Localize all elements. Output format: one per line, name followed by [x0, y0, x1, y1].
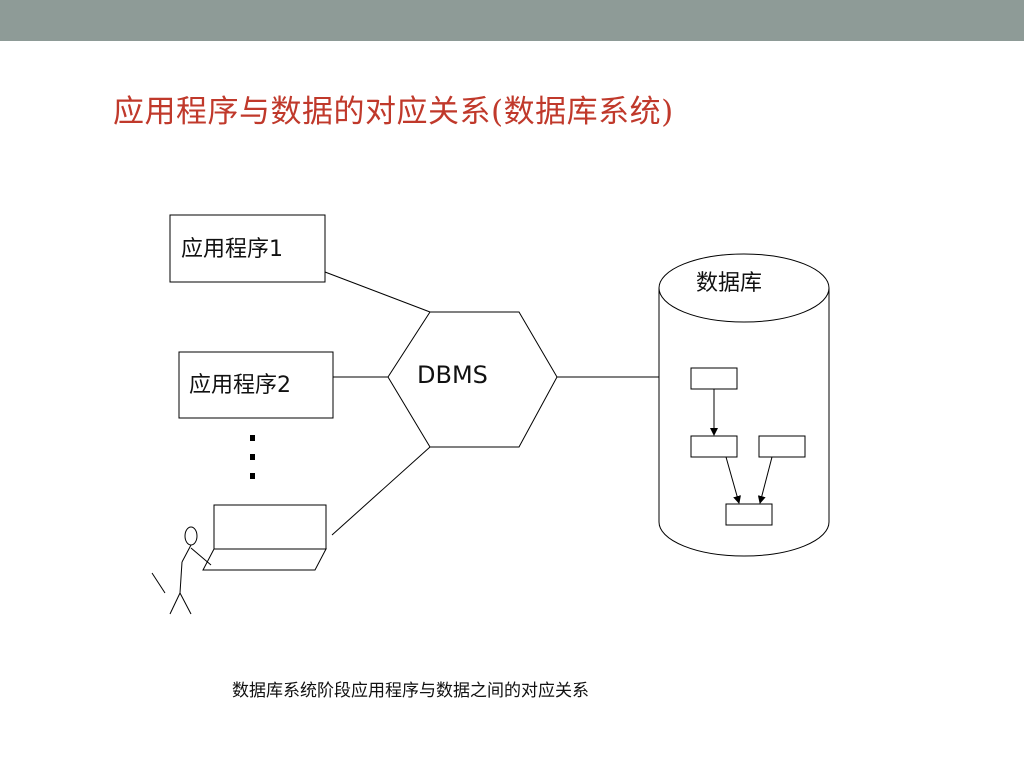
connector-app1-dbms: [324, 271, 431, 313]
ellipsis-dot: [250, 473, 255, 479]
data-node-middle-left: [690, 435, 738, 458]
data-node-top: [690, 367, 738, 390]
slide-title: 应用程序与数据的对应关系(数据库系统): [113, 94, 674, 130]
app2-label: 应用程序2: [189, 373, 291, 398]
ellipsis-dot: [250, 435, 255, 441]
arrow-left-to-bottom: [725, 456, 741, 504]
ellipsis-dot: [250, 454, 255, 460]
app1-label: 应用程序1: [181, 237, 283, 262]
user-icon: [151, 526, 212, 615]
database-label: 数据库: [696, 271, 762, 296]
dbms-label: DBMS: [417, 361, 488, 389]
top-bar: [0, 0, 1024, 41]
arrow-right-to-bottom: [757, 456, 773, 504]
app1-box: [169, 214, 326, 283]
connector-terminal-dbms: [331, 446, 431, 536]
terminal-icon: [202, 504, 327, 571]
dbms-hexagon: [387, 311, 558, 448]
database-cylinder: [658, 253, 830, 557]
data-node-bottom: [725, 503, 773, 526]
data-node-middle-right: [758, 435, 806, 458]
app2-box: [178, 351, 334, 419]
diagram-caption: 数据库系统阶段应用程序与数据之间的对应关系: [232, 681, 589, 701]
